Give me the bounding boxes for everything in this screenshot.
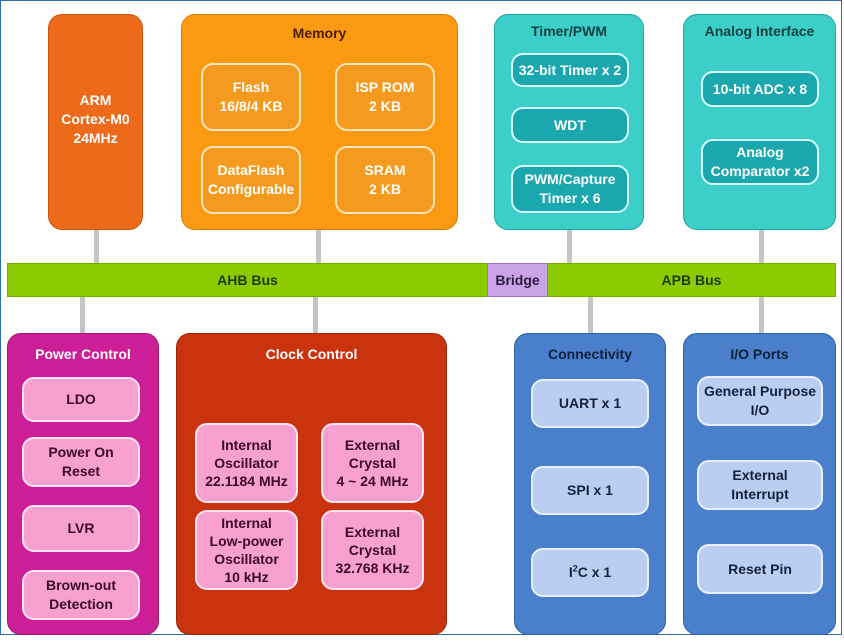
analog-title: Analog Interface <box>704 23 815 39</box>
io-block: I/O Ports General Purpose I/O External I… <box>683 333 836 635</box>
apb-bus-label: APB Bus <box>661 272 722 288</box>
i2c-superscript: 2 <box>572 563 578 574</box>
ahb-bus: AHB Bus <box>7 263 488 297</box>
i2c-suffix: C x 1 <box>577 564 612 580</box>
connectivity-title: Connectivity <box>547 346 632 362</box>
cpu-label: ARM Cortex-M0 24MHz <box>61 92 130 146</box>
clock-block: Clock Control Internal Oscillator 22.118… <box>176 333 447 635</box>
power-lvr: LVR <box>22 505 140 552</box>
power-block: Power Control LDO Power On Reset LVR Bro… <box>7 333 159 635</box>
connectivity-uart: UART x 1 <box>531 379 649 428</box>
timer-32bit: 32-bit Timer x 2 <box>511 53 629 87</box>
clock-external-crystal-high: External Crystal 4 ~ 24 MHz <box>321 423 424 503</box>
connector-clock <box>313 297 318 333</box>
apb-bus: APB Bus <box>547 263 836 297</box>
timer-title: Timer/PWM <box>531 23 607 39</box>
connector-analog <box>759 230 764 263</box>
ahb-bus-label: AHB Bus <box>217 272 278 288</box>
memory-title: Memory <box>292 25 347 41</box>
io-title: I/O Ports <box>730 346 789 362</box>
connector-power <box>80 297 85 333</box>
timer-block: Timer/PWM 32-bit Timer x 2 WDT PWM/Captu… <box>494 14 644 230</box>
bridge-label: Bridge <box>495 272 540 288</box>
memory-dataflash: DataFlash Configurable <box>201 146 301 214</box>
clock-external-crystal-low: External Crystal 32.768 KHz <box>321 510 424 590</box>
memory-flash: Flash 16/8/4 KB <box>201 63 301 131</box>
connector-timer <box>567 230 572 263</box>
clock-title: Clock Control <box>265 346 358 362</box>
power-on-reset: Power On Reset <box>22 437 140 487</box>
timer-pwm-capture: PWM/Capture Timer x 6 <box>511 165 629 213</box>
connectivity-block: Connectivity UART x 1 SPI x 1 I2C x 1 <box>514 333 666 635</box>
memory-sram: SRAM 2 KB <box>335 146 435 214</box>
cpu-block: ARM Cortex-M0 24MHz <box>48 14 143 230</box>
connectivity-spi: SPI x 1 <box>531 466 649 515</box>
memory-block: Memory Flash 16/8/4 KB ISP ROM 2 KB Data… <box>181 14 458 230</box>
bridge: Bridge <box>487 263 548 297</box>
io-external-interrupt: External Interrupt <box>697 460 823 510</box>
clock-internal-low-power-osc: Internal Low-power Oscillator 10 kHz <box>195 510 298 590</box>
connectivity-i2c: I2C x 1 <box>531 548 649 597</box>
io-reset-pin: Reset Pin <box>697 544 823 594</box>
clock-internal-osc: Internal Oscillator 22.1184 MHz <box>195 423 298 503</box>
connector-memory <box>316 230 321 263</box>
power-ldo: LDO <box>22 377 140 422</box>
i2c-prefix: I <box>568 564 573 580</box>
connector-io <box>759 297 764 333</box>
analog-adc: 10-bit ADC x 8 <box>701 71 819 107</box>
connector-connectivity <box>588 297 593 333</box>
analog-block: Analog Interface 10-bit ADC x 8 Analog C… <box>683 14 836 230</box>
timer-wdt: WDT <box>511 107 629 143</box>
power-title: Power Control <box>35 346 131 362</box>
analog-comparator: Analog Comparator x2 <box>701 139 819 185</box>
io-general-purpose: General Purpose I/O <box>697 376 823 426</box>
connector-arm <box>94 230 99 263</box>
memory-isp-rom: ISP ROM 2 KB <box>335 63 435 131</box>
power-brown-out: Brown-out Detection <box>22 570 140 620</box>
